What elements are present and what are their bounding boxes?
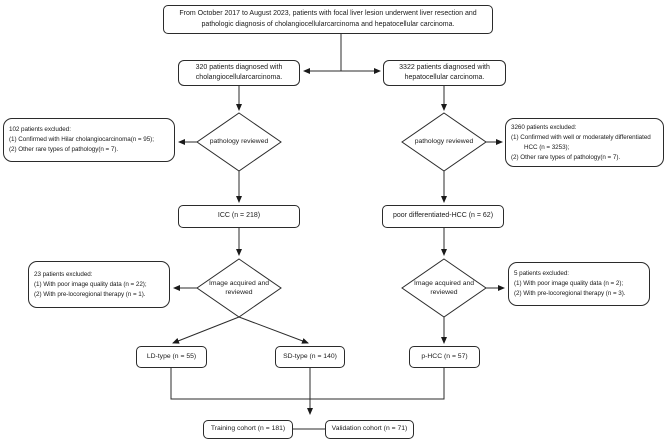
study-source-line1: From October 2017 to August 2023, patien…: [179, 10, 477, 17]
ld-type-label: LD-type (n = 55): [146, 352, 197, 360]
sd-type-box: SD-type (n = 140): [275, 346, 345, 368]
connector-merge-elbow: [170, 368, 445, 400]
image-review-diamond-left: [196, 258, 282, 318]
pathology-reviewed-label-right: pathology reviewed: [402, 113, 486, 171]
image-review-label-left: Image acquired and reviewed: [197, 259, 281, 317]
validation-cohort-label: Validation cohort (n = 71): [331, 425, 408, 433]
pathology-reviewed-diamond-left: [196, 112, 282, 172]
hcc-exclusion-box: 3260 patients excluded: (1) Confirmed wi…: [505, 118, 664, 167]
ccc-exclusion-line1: 102 patients excluded:: [9, 126, 71, 133]
hcc-exclusion-line1: 3260 patients excluded:: [511, 123, 577, 131]
connector-to-sd: [238, 316, 309, 344]
image-review-label-right: Image acquired and reviewed: [402, 259, 486, 317]
validation-cohort-box: Validation cohort (n = 71): [325, 420, 414, 439]
ld-type-box: LD-type (n = 55): [136, 346, 207, 368]
pathology-reviewed-text-right: pathology reviewed: [414, 138, 474, 146]
hcc-patients-box: 3322 patients diagnosed with hepatocellu…: [383, 60, 506, 86]
p-hcc-label: p-HCC (n = 57): [421, 352, 468, 360]
icc-exclusion-line1: 23 patients excluded:: [34, 270, 93, 278]
study-source-box: From October 2017 to August 2023, patien…: [163, 5, 493, 34]
icc-label: ICC (n = 218): [217, 212, 261, 220]
poor-differentiated-hcc-box: poor differentiated-HCC (n = 62): [382, 205, 504, 228]
image-review-diamond-right: [401, 258, 487, 318]
image-review-text-left-2: reviewed: [225, 289, 253, 296]
training-cohort-label: Training cohort (n = 181): [210, 425, 286, 433]
ccc-exclusion-line3: (2) Other rare types of pathology(n = 7)…: [9, 146, 119, 153]
study-source-line2: pathologic diagnosis of cholangiocellula…: [201, 20, 455, 28]
pathology-reviewed-label-left: pathology reviewed: [197, 113, 281, 171]
icc-exclusion-line2: (1) With poor image quality data (n = 22…: [34, 280, 147, 288]
ccc-patients-box: 320 patients diagnosed with cholangiocel…: [178, 60, 300, 86]
phcc-exclusion-line2: (1) With poor image quality data (n = 2)…: [514, 280, 624, 287]
hcc-patients-line2: hepatocellular carcinoma.: [404, 74, 485, 81]
icc-exclusion-line3: (2) With pre-locoregional therapy (n = 1…: [34, 290, 146, 298]
phcc-exclusion-line1: 5 patients excluded:: [514, 270, 570, 277]
training-cohort-box: Training cohort (n = 181): [203, 420, 293, 439]
sd-type-label: SD-type (n = 140): [283, 352, 337, 360]
pathology-reviewed-text-left: pathology reviewed: [209, 138, 269, 146]
phcc-exclusion-box: 5 patients excluded: (1) With poor image…: [508, 262, 650, 306]
connector-to-ld: [172, 316, 240, 344]
ccc-patients-line1: 320 patients diagnosed with: [195, 63, 283, 71]
image-review-text-left-1: Image acquired and: [208, 279, 270, 287]
phcc-exclusion-line3: (2) With pre-locoregional therapy (n = 3…: [514, 290, 626, 297]
hcc-exclusion-line2: (1) Confirmed with well or moderately di…: [511, 133, 651, 141]
ccc-exclusion-box: 102 patients excluded: (1) Confirmed wit…: [3, 118, 175, 162]
hcc-exclusion-line4: (2) Other rare types of pathology(n = 7)…: [511, 153, 621, 161]
image-review-text-right-2: reviewed: [430, 289, 458, 296]
ccc-patients-line2: cholangiocellularcarcinoma.: [195, 74, 283, 81]
ccc-exclusion-line2: (1) Confirmed with Hilar cholangiocarcin…: [9, 136, 154, 143]
hcc-exclusion-line3: HCC (n = 3253);: [524, 143, 570, 151]
poor-differentiated-hcc-label: poor differentiated-HCC (n = 62): [392, 212, 494, 220]
pathology-reviewed-diamond-right: [401, 112, 487, 172]
icc-exclusion-box: 23 patients excluded: (1) With poor imag…: [28, 261, 170, 308]
p-hcc-box: p-HCC (n = 57): [409, 346, 480, 368]
icc-box: ICC (n = 218): [178, 205, 300, 228]
image-review-text-right-1: Image acquired and: [413, 279, 475, 287]
hcc-patients-line1: 3322 patients diagnosed with: [399, 63, 490, 71]
